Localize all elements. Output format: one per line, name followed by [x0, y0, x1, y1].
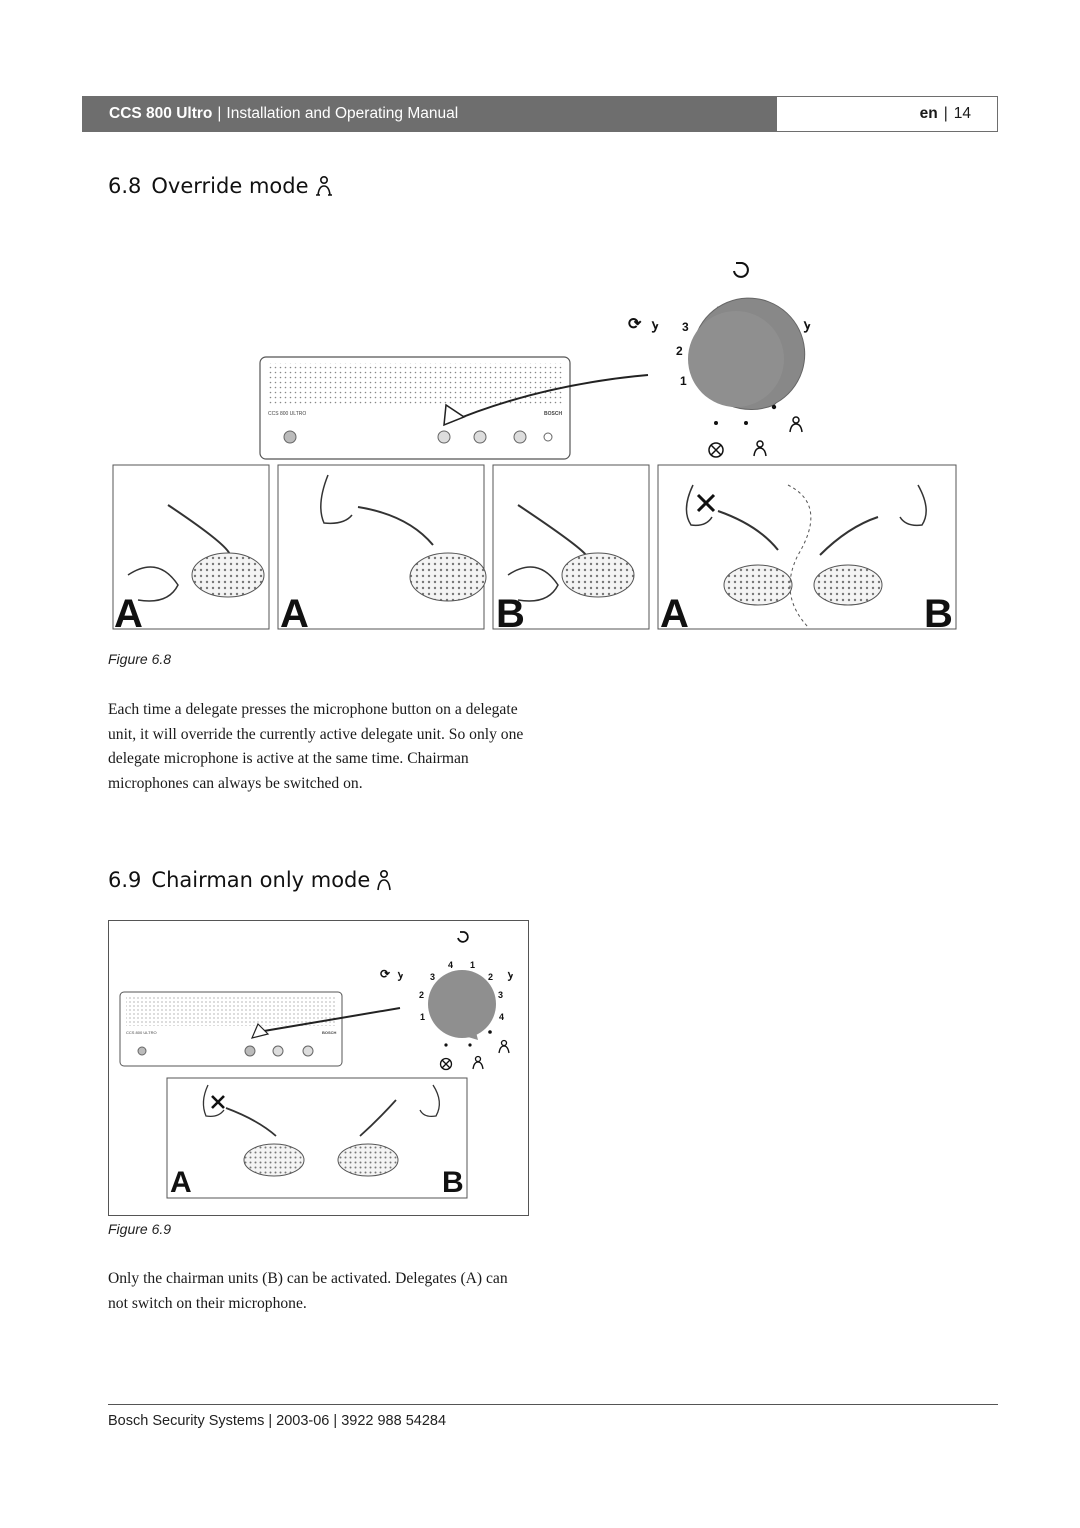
footer-divider	[108, 1404, 998, 1405]
svg-text:4: 4	[448, 960, 453, 970]
panel-3: B	[492, 464, 650, 633]
svg-text:3: 3	[430, 972, 435, 982]
svg-text:ꭚ: ꭚ	[507, 969, 514, 981]
chairman-symbol-icon	[472, 1055, 484, 1070]
svg-text:B: B	[496, 592, 525, 633]
svg-text:BOSCH: BOSCH	[322, 1030, 337, 1035]
panel-1: A	[112, 464, 270, 633]
svg-text:2: 2	[676, 344, 683, 358]
svg-text:2: 2	[419, 990, 424, 1000]
panel-2: A	[277, 464, 487, 633]
svg-text:A: A	[114, 592, 143, 633]
svg-text:3: 3	[498, 990, 503, 1000]
paragraph-override-mode: Each time a delegate presses the microph…	[108, 701, 524, 792]
svg-text:ꭚ: ꭚ	[803, 316, 811, 333]
delegate-symbol-icon	[789, 416, 803, 433]
paragraph-chairman-only-mode: Only the chairman units (B) can be activ…	[108, 1270, 508, 1312]
discussion-unit-front: CCS 800 ULTRO BOSCH	[119, 991, 401, 1067]
language-code: en	[919, 105, 938, 122]
svg-text:2: 2	[488, 972, 493, 982]
figure-6-8-illustration: CCS 800 ULTRO BOSCH ⟳ ꭚ 3 2 1 4 1 2 3 4 …	[112, 262, 957, 633]
page-number: 14	[953, 105, 971, 122]
svg-text:A: A	[170, 1166, 192, 1199]
figure-caption-6-9: Figure 6.9	[108, 1221, 172, 1237]
svg-text:1: 1	[420, 1012, 425, 1022]
figure-6-9-illustration: CCS 800 ULTRO BOSCH ⟳ ꭚ 3 2 1 4 1 2 3 4 …	[108, 920, 529, 1216]
footer-text: Bosch Security Systems | 2003-06 | 3922 …	[108, 1413, 447, 1429]
manual-title: Installation and Operating Manual	[226, 105, 459, 122]
svg-text:B: B	[442, 1166, 464, 1199]
svg-text:B: B	[924, 592, 953, 633]
svg-text:⟳: ⟳	[628, 316, 642, 333]
figure-caption-6-8: Figure 6.8	[108, 651, 172, 667]
panel-ab: A B	[166, 1077, 468, 1199]
svg-text:ꭚ: ꭚ	[651, 316, 659, 333]
section-number: 6.9	[108, 868, 142, 892]
mode-dial: ⟳ ꭚ 3 2 1 4 1 2 3 4 ꭚ	[380, 931, 514, 1071]
svg-text:4: 4	[499, 1012, 504, 1022]
svg-text:⟳: ⟳	[380, 967, 391, 981]
page-separator: |	[943, 105, 948, 122]
svg-text:ꭚ: ꭚ	[397, 969, 404, 981]
mode-dial: ⟳ ꭚ 3 2 1 4 1 2 3 4 ꭚ	[628, 262, 811, 458]
page-number-box: en | 14	[776, 96, 998, 132]
panel-4: A B	[657, 464, 957, 633]
section-heading-6-8: 6.8 Override mode	[108, 174, 333, 198]
section-number: 6.8	[108, 174, 142, 198]
delegate-symbol-icon	[498, 1039, 510, 1054]
svg-text:CCS 800 ULTRO: CCS 800 ULTRO	[126, 1030, 157, 1035]
section-title: Override mode	[151, 174, 309, 198]
section-heading-6-9: 6.9 Chairman only mode	[108, 868, 392, 892]
product-name: CCS 800 Ultro	[109, 105, 213, 122]
header-separator: |	[217, 105, 222, 122]
svg-text:1: 1	[470, 960, 475, 970]
chairman-person-icon	[377, 869, 392, 891]
svg-text:A: A	[660, 592, 689, 633]
svg-text:A: A	[280, 592, 309, 633]
running-header: CCS 800 Ultro | Installation and Operati…	[82, 96, 776, 132]
section-title: Chairman only mode	[151, 868, 371, 892]
discussion-unit-front: CCS 800 ULTRO BOSCH	[259, 356, 649, 460]
svg-text:1: 1	[680, 374, 687, 388]
delegate-person-icon	[315, 175, 332, 196]
device-brand-label: BOSCH	[544, 411, 562, 417]
chairman-symbol-icon	[753, 440, 767, 457]
device-model-label: CCS 800 ULTRO	[268, 411, 306, 417]
svg-text:3: 3	[682, 320, 689, 334]
